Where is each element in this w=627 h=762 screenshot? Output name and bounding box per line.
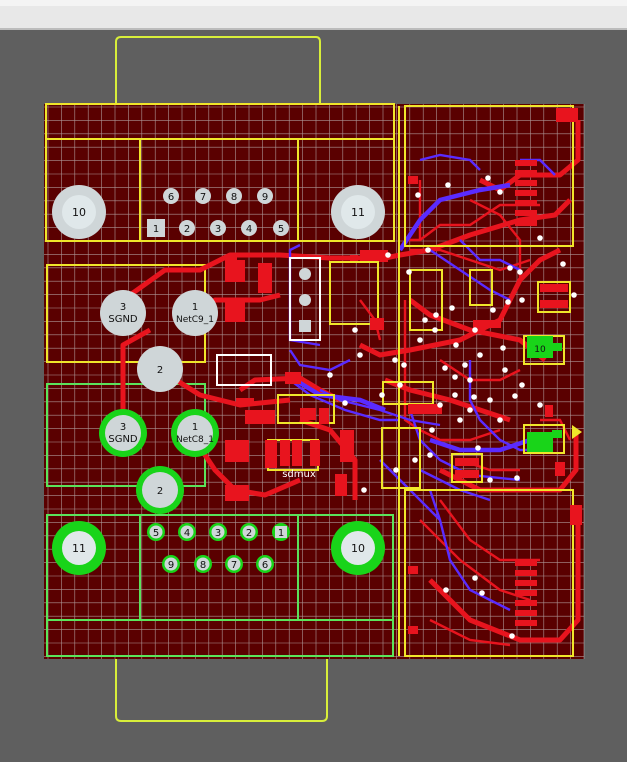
top-db9-pin-label: 4 (246, 224, 252, 235)
upper-jack-pin-1-net: NetC9_1 (176, 315, 214, 325)
lower-jack-pin-3-num: 3 (120, 422, 126, 433)
top-db9-pin-3[interactable]: 3 (210, 220, 226, 236)
top-db9-mount-left[interactable]: 10 (52, 185, 106, 239)
top-db9-pin-label: 6 (168, 192, 174, 203)
bottom-db9-pin-5[interactable]: 5 (147, 523, 165, 541)
sdmux-label: sdmux (282, 469, 316, 480)
board-substrate (44, 104, 584, 659)
bottom-db9-pin-label: 8 (200, 560, 206, 571)
bottom-db9-mount-right[interactable]: 10 (331, 521, 385, 575)
pcb-layout: 10 sdm (44, 36, 585, 722)
top-db9-pin-8[interactable]: 8 (226, 188, 242, 204)
top-db9-pin-6[interactable]: 6 (163, 188, 179, 204)
top-db9-pin-label: 2 (184, 224, 190, 235)
top-db9-pin-row-upper: 6 7 8 9 (163, 188, 273, 204)
top-db9-pin-label: 5 (278, 224, 284, 235)
top-db9-mount-left-label: 10 (72, 206, 86, 219)
upper-jack-pin-3-net: SGND (108, 314, 138, 325)
top-db9-pin-row-lower: 1 2 3 4 5 (147, 219, 289, 237)
bottom-db9-pin-1[interactable]: 1 (272, 523, 290, 541)
bottom-db9-pin-label: 5 (153, 528, 159, 539)
center-ic-silk (216, 257, 379, 471)
upper-jack-pin-1[interactable]: 1 NetC9_1 (172, 290, 218, 336)
bottom-db9-pin-label: 1 (278, 528, 284, 539)
center-smd-pads (225, 255, 384, 501)
jack-lower-silk (46, 383, 394, 657)
top-db9-pin-label: 9 (262, 192, 268, 203)
bottom-db9-pin-4[interactable]: 4 (178, 523, 196, 541)
pcb-canvas[interactable]: 10 sdm (0, 30, 627, 762)
lower-jack-pin-3[interactable]: 3 SGND (99, 409, 147, 457)
module-right-pads (350, 108, 582, 634)
bottom-db9-pin-label: 4 (184, 528, 190, 539)
top-db9-mount-right[interactable]: 11 (331, 185, 385, 239)
bottom-db9-pin-label: 2 (246, 528, 252, 539)
lower-jack-pin-3-net: SGND (108, 434, 138, 445)
top-db9-pin-9[interactable]: 9 (257, 188, 273, 204)
bottom-db9-pin-label: 9 (168, 560, 174, 571)
top-db9-pin-4[interactable]: 4 (241, 220, 257, 236)
lower-jack-pin-2-num: 2 (157, 486, 163, 497)
board-outline-top-tab (115, 36, 321, 104)
connector-top-silk (45, 103, 395, 242)
top-db9-pin-1[interactable]: 1 (147, 219, 165, 237)
upper-jack-pin-2-num: 2 (157, 365, 163, 376)
titlebar-highlight (0, 0, 627, 6)
dip-component (299, 268, 311, 332)
module-right-green-pads: 10 (527, 336, 582, 452)
bottom-db9-pin-label: 6 (262, 560, 268, 571)
upper-jack-pin-2[interactable]: 2 (137, 346, 183, 392)
top-db9-pin-label: 1 (153, 224, 159, 235)
module-right-silk (381, 105, 574, 657)
copper-bottom-traces-wide (293, 182, 531, 453)
top-db9-pin-label: 8 (231, 192, 237, 203)
top-db9-pin-2[interactable]: 2 (179, 220, 195, 236)
lower-jack-pin-2[interactable]: 2 (136, 466, 184, 514)
upper-jack-pin-1-num: 1 (192, 302, 198, 313)
bottom-db9-pin-6[interactable]: 6 (256, 555, 274, 573)
bottom-db9-pin-label: 7 (231, 560, 237, 571)
bottom-db9-pin-row-upper: 5 4 3 2 1 (147, 523, 290, 541)
pad-10-label: 10 (534, 345, 546, 355)
bottom-db9-mount-left-label: 11 (72, 542, 86, 555)
top-db9-mount-right-label: 11 (351, 206, 365, 219)
upper-jack-pin-3-num: 3 (120, 302, 126, 313)
bottom-db9-mount-right-label: 10 (351, 542, 365, 555)
top-db9-pin-label: 7 (200, 192, 206, 203)
top-db9-pin-5[interactable]: 5 (273, 220, 289, 236)
bottom-db9-pin-8[interactable]: 8 (194, 555, 212, 573)
top-db9-pin-7[interactable]: 7 (195, 188, 211, 204)
bottom-db9-pin-label: 3 (215, 528, 221, 539)
window-titlebar (0, 0, 627, 30)
top-db9-pin-label: 3 (215, 224, 221, 235)
vias (327, 175, 577, 639)
lower-jack-pin-1[interactable]: 1 NetC8_1 (171, 409, 219, 457)
bottom-db9-pin-2[interactable]: 2 (240, 523, 258, 541)
bottom-db9-pin-9[interactable]: 9 (162, 555, 180, 573)
board-outline-bottom-tab (115, 656, 328, 722)
bottom-db9-pin-3[interactable]: 3 (209, 523, 227, 541)
bottom-db9-pin-row-lower: 9 8 7 6 (162, 555, 274, 573)
bottom-db9-pin-7[interactable]: 7 (225, 555, 243, 573)
lower-jack-pin-1-net: NetC8_1 (176, 435, 214, 445)
lower-jack-pin-1-num: 1 (192, 422, 198, 433)
upper-jack-pin-3[interactable]: 3 SGND (100, 290, 146, 336)
bottom-db9-mount-left[interactable]: 11 (52, 521, 106, 575)
